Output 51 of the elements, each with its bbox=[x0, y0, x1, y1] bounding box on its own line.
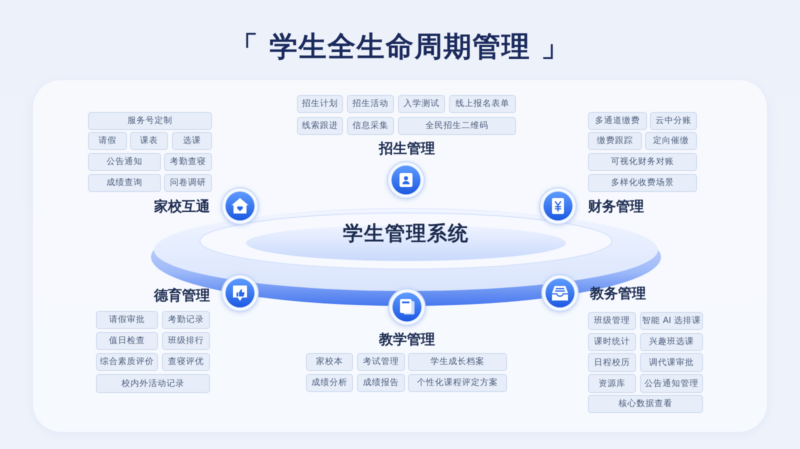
feature-tag: 综合素质评价 bbox=[96, 353, 158, 371]
feature-tag: 线索跟进 bbox=[297, 117, 343, 135]
feature-tag: 公告通知 bbox=[88, 153, 161, 171]
feature-tag: 家校本 bbox=[306, 353, 353, 371]
feature-tag: 多样化收费场景 bbox=[588, 174, 697, 192]
system-name: 学生管理系统 bbox=[343, 221, 469, 245]
feature-tag: 值日检查 bbox=[96, 332, 158, 350]
feature-tag: 成绩分析 bbox=[306, 374, 353, 392]
feature-tag: 信息采集 bbox=[347, 117, 394, 135]
feature-tag: 成绩查询 bbox=[88, 174, 161, 192]
feature-tag: 公告通知管理 bbox=[640, 374, 703, 393]
feature-tag: 线上报名表单 bbox=[449, 95, 516, 113]
module-title: 家校互通 bbox=[154, 198, 210, 216]
feature-tag: 招生计划 bbox=[297, 95, 343, 113]
feature-tag: 考勤记录 bbox=[162, 311, 210, 329]
feature-tag: 招生活动 bbox=[347, 95, 394, 113]
feature-tag: 入学测试 bbox=[398, 95, 445, 113]
module-title: 招生管理 bbox=[379, 140, 435, 158]
feature-tag: 请假 bbox=[88, 132, 127, 150]
feature-tag: 校内外活动记录 bbox=[96, 374, 210, 393]
feature-tag: 成绩报告 bbox=[357, 374, 405, 392]
title: 「 学生全生命周期管理 」 bbox=[230, 29, 570, 65]
feature-tag: 考勤查寝 bbox=[164, 153, 212, 171]
feature-tag: 云中分账 bbox=[650, 112, 697, 130]
module-title: 财务管理 bbox=[588, 198, 644, 216]
feature-tag: 缴费跟踪 bbox=[588, 132, 642, 150]
feature-tag: 班级管理 bbox=[588, 312, 636, 330]
feature-tag: 资源库 bbox=[588, 374, 636, 393]
feature-tag: 核心数据查看 bbox=[588, 395, 703, 413]
feature-tag: 选课 bbox=[172, 132, 212, 150]
feature-tag: 全民招生二维码 bbox=[398, 117, 516, 135]
feature-tag: 日程校历 bbox=[588, 353, 636, 372]
feature-tag: 多通道缴费 bbox=[588, 112, 647, 130]
module-title: 德育管理 bbox=[154, 287, 210, 305]
feature-tag: 问卷调研 bbox=[164, 174, 212, 192]
module-title: 教务管理 bbox=[590, 285, 646, 303]
feature-tag: 学生成长档案 bbox=[408, 353, 507, 371]
feature-tag: 服务号定制 bbox=[88, 112, 212, 130]
feature-tag: 查寝评优 bbox=[162, 353, 210, 371]
module-title: 教学管理 bbox=[379, 331, 435, 349]
feature-tag: 班级排行 bbox=[162, 332, 210, 350]
feature-tag: 调代课审批 bbox=[640, 353, 703, 372]
feature-tag: 个性化课程评定方案 bbox=[408, 374, 507, 392]
feature-tag: 课时统计 bbox=[588, 333, 636, 351]
feature-tag: 考试管理 bbox=[357, 353, 405, 371]
feature-tag: 兴趣班选课 bbox=[640, 333, 703, 351]
feature-tag: 智能 AI 选排课 bbox=[640, 312, 703, 330]
feature-tag: 请假审批 bbox=[96, 311, 158, 329]
feature-tag: 可视化财务对账 bbox=[588, 153, 697, 171]
feature-tag: 定向催缴 bbox=[645, 132, 697, 150]
feature-tag: 课表 bbox=[130, 132, 168, 150]
